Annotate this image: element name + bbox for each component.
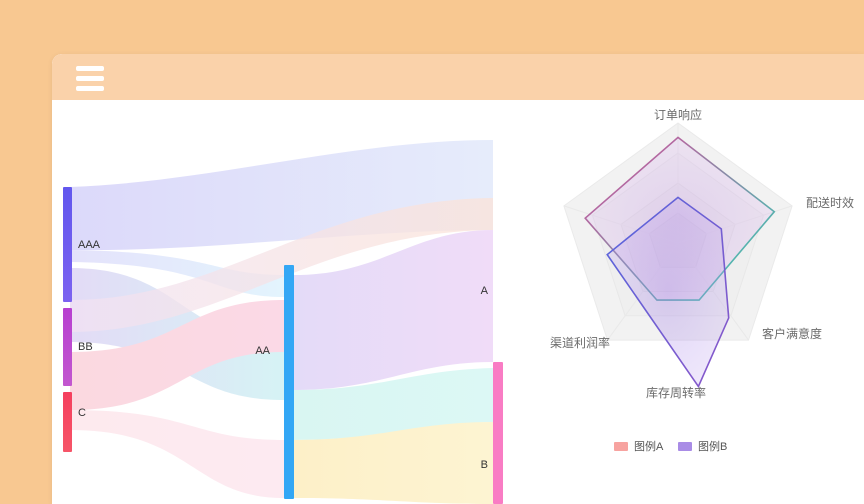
menu-bar-1 — [76, 65, 104, 71]
sankey-link-aa-a[interactable] — [294, 230, 493, 390]
sankey-label-aa: AA — [255, 345, 270, 357]
sankey-label-c: C — [78, 407, 86, 419]
sankey-node-labels: AAA BB C AA A B — [78, 239, 489, 471]
hamburger-menu-icon[interactable] — [72, 64, 108, 92]
radar-label-top: 订单响应 — [654, 107, 702, 122]
sankey-node-aa[interactable] — [284, 265, 294, 499]
sankey-nodes — [63, 187, 503, 504]
sankey-label-bb: BB — [78, 341, 93, 353]
menu-bar-2 — [76, 75, 104, 81]
radar-label-right-lower: 客户满意度 — [762, 326, 822, 341]
sankey-node-b[interactable] — [493, 362, 503, 504]
radar-polygon-b — [606, 196, 730, 389]
app-header — [52, 54, 864, 100]
sankey-link-aa-b2[interactable] — [294, 422, 493, 504]
sankey-link-bb-a[interactable] — [70, 198, 493, 332]
sankey-label-b: B — [481, 459, 488, 471]
sankey-label-aaa: AAA — [78, 239, 101, 251]
radar-label-right-upper: 配送时效 — [806, 195, 854, 210]
radar-label-left: 渠道利润率 — [550, 335, 610, 350]
sankey-node-c[interactable] — [63, 392, 72, 452]
sankey-link-c-aa[interactable] — [70, 300, 284, 410]
legend-label-b: 图例B — [698, 439, 727, 453]
sankey-chart[interactable]: AAA BB C AA A B — [52, 100, 522, 504]
sankey-node-bb[interactable] — [63, 308, 72, 386]
sankey-label-a: A — [481, 285, 489, 297]
radar-label-bottom: 库存周转率 — [646, 385, 706, 400]
legend-swatch-a[interactable] — [614, 442, 628, 451]
sankey-links — [70, 140, 493, 504]
dashboard-content: AAA BB C AA A B — [52, 100, 864, 504]
sankey-link-c-aa-2[interactable] — [70, 410, 284, 498]
radar-axis-labels: 订单响应 配送时效 客户满意度 库存周转率 渠道利润率 — [550, 107, 854, 400]
radar-legend: 图例A 图例B — [614, 439, 727, 453]
app-card: AAA BB C AA A B — [52, 54, 864, 504]
radar-series-b[interactable] — [606, 196, 730, 389]
legend-label-a: 图例A — [634, 439, 664, 453]
menu-bar-3 — [76, 85, 104, 91]
radar-chart[interactable]: 订单响应 配送时效 客户满意度 库存周转率 渠道利润率 图例A 图例B — [522, 100, 864, 504]
sankey-node-aaa[interactable] — [63, 187, 72, 302]
sankey-link-aa-b1[interactable] — [294, 368, 493, 440]
legend-swatch-b[interactable] — [678, 442, 692, 451]
